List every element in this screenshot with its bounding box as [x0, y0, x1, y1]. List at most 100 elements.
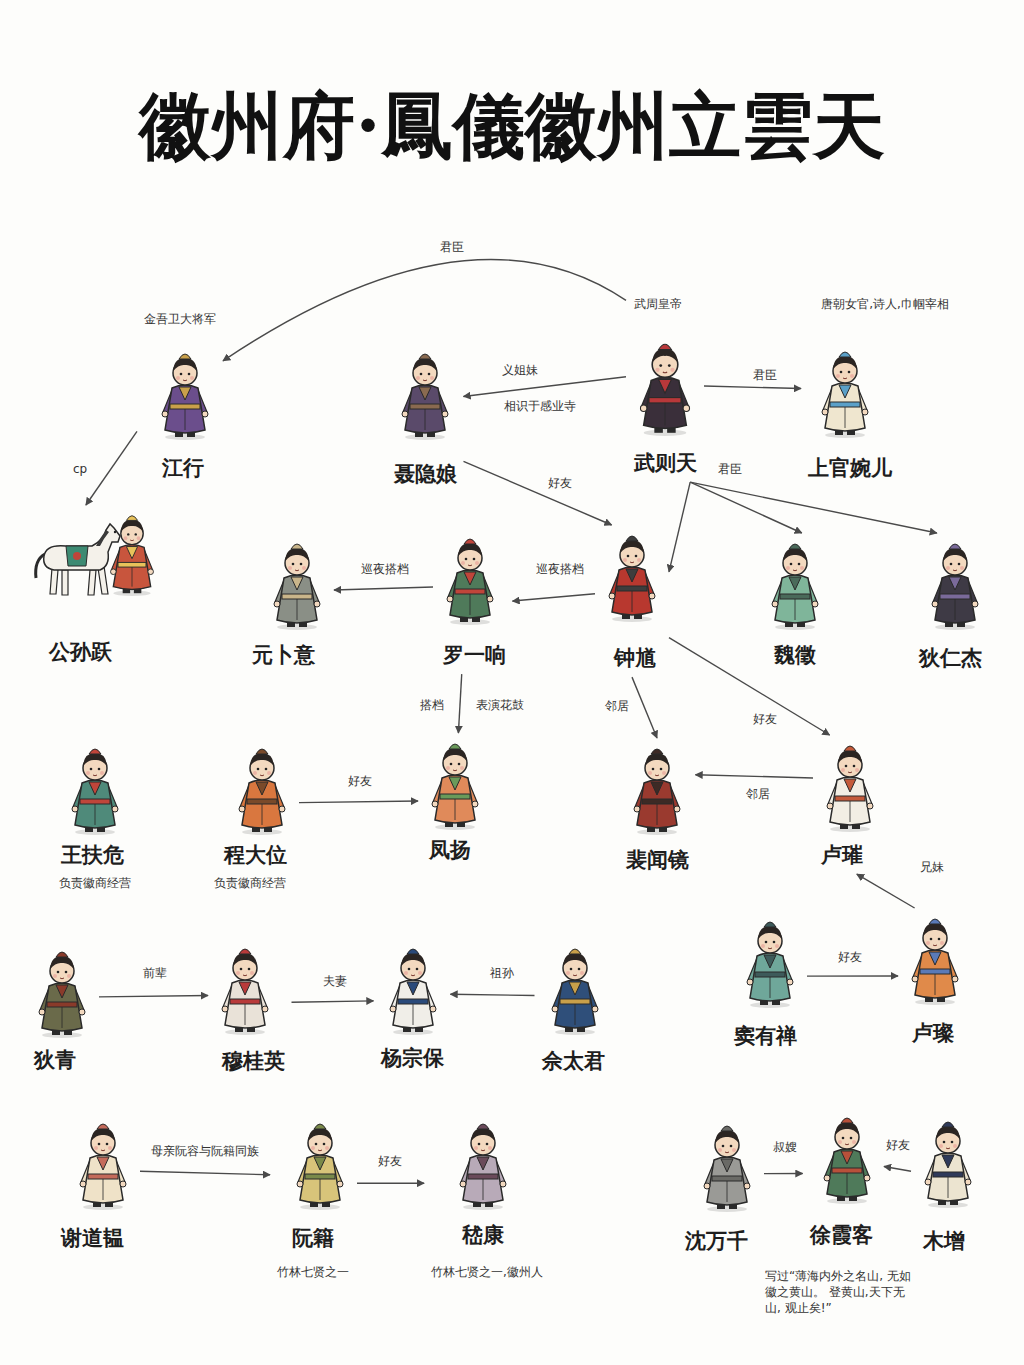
relation-label: 好友	[884, 1138, 912, 1154]
character-note: 唐朝女官,诗人,巾帼宰相	[821, 297, 949, 312]
character-name: 沈万千	[685, 1229, 748, 1253]
character-node: 木增	[914, 1114, 982, 1257]
character-figure	[772, 544, 818, 630]
character-note: 竹林七贤之一,徽州人	[431, 1265, 543, 1280]
character-figure	[925, 1122, 971, 1208]
character-figure	[297, 1124, 343, 1210]
relation-arrow	[464, 461, 612, 525]
relation-label: 叔嫂	[771, 1140, 799, 1156]
character-figure	[747, 922, 793, 1008]
character-node: 武周皇帝武则天	[629, 293, 701, 479]
note-text: 写过“薄海内外之名山, 无如徽之黄山。 登黄山,天下无山, 观止矣!”	[765, 1268, 920, 1317]
character-node: 嵇康竹林七贤之一,徽州人	[427, 1116, 547, 1284]
relation-arrow	[690, 482, 937, 533]
character-figure	[634, 749, 680, 835]
character-node: 沈万千	[681, 1118, 762, 1257]
character-figure	[80, 1124, 126, 1210]
relation-label: 好友	[346, 774, 374, 790]
character-node: 阮籍竹林七贤之一	[273, 1116, 354, 1284]
character-node: 金吾卫大将军江行	[140, 308, 220, 484]
character-figure	[640, 344, 689, 436]
relation-arrow	[464, 377, 627, 397]
character-name: 杨宗保	[381, 1046, 444, 1070]
relation-label: 君臣	[751, 368, 779, 384]
relation-arrow	[99, 995, 208, 996]
character-note: 竹林七贤之一	[277, 1265, 349, 1280]
relation-label: 前辈	[141, 966, 169, 982]
relation-arrow	[451, 994, 535, 995]
character-node: 狄青	[28, 944, 96, 1076]
character-name: 裴闻镜	[626, 848, 689, 872]
character-figure	[827, 746, 873, 832]
relation-label: 邻居	[603, 699, 631, 715]
character-node: 元卜意	[248, 536, 332, 671]
character-name: 木增	[923, 1229, 965, 1253]
relation-arrow	[632, 677, 657, 738]
character-figure	[390, 949, 436, 1035]
character-note: 金吾卫大将军	[144, 312, 216, 327]
relation-label: 母亲阮容与阮籍同族	[149, 1144, 261, 1160]
character-figure	[432, 744, 478, 830]
relation-arrow	[223, 259, 626, 360]
character-name: 狄仁杰	[919, 646, 982, 670]
relation-arrow	[292, 1001, 374, 1002]
relation-label: 好友	[836, 950, 864, 966]
character-name: 徐霞客	[810, 1223, 873, 1247]
character-name: 程大位	[224, 843, 287, 867]
character-node: 唐朝女官,诗人,巾帼宰相上官婉儿	[804, 293, 953, 484]
relation-label: 义姐妹	[500, 363, 540, 379]
relation-arrow	[357, 1182, 424, 1183]
character-node: 谢道韫	[57, 1116, 138, 1254]
relation-label: 君臣	[438, 240, 466, 256]
character-node: 卢璨	[901, 911, 969, 1049]
character-node: 魏徵	[761, 536, 829, 671]
character-node: 窦有禅	[730, 914, 805, 1052]
relation-arrow	[513, 594, 596, 601]
character-figure	[824, 1118, 870, 1204]
relation-label: 好友	[546, 476, 574, 492]
character-figure	[402, 354, 448, 440]
relation-label: cp	[71, 462, 89, 478]
character-node: 王扶危负责徽商经营	[55, 741, 135, 895]
character-figure	[609, 536, 655, 622]
character-name: 上官婉儿	[808, 456, 892, 480]
relation-label: 巡夜搭档	[359, 562, 411, 578]
relation-arrow	[140, 1171, 270, 1175]
character-figure	[222, 949, 268, 1035]
character-name: 钟馗	[614, 646, 656, 670]
relation-arrow	[704, 386, 801, 389]
character-name: 魏徵	[774, 643, 816, 667]
note-text: 表演花鼓	[474, 698, 526, 714]
relation-label: 巡夜搭档	[534, 562, 586, 578]
character-name: 武则天	[634, 451, 697, 475]
relation-label: 祖孙	[488, 966, 516, 982]
character-node: 狄仁杰	[915, 536, 990, 674]
character-name: 卢璀	[821, 843, 863, 867]
relation-label: 好友	[751, 712, 779, 728]
character-node: 公孙跃	[22, 508, 164, 668]
relation-arrow	[696, 775, 814, 778]
character-note: 负责徽商经营	[214, 876, 286, 891]
character-name: 王扶危	[61, 843, 124, 867]
character-figure	[822, 352, 868, 438]
chart-title: 徽州府·鳳儀徽州立雲天	[0, 86, 1024, 165]
note-text: 相识于感业寺	[502, 399, 578, 415]
character-node: 佘太君	[538, 941, 610, 1077]
character-name: 凤扬	[429, 838, 471, 862]
relation-label: 君臣	[716, 462, 744, 478]
character-name: 谢道韫	[61, 1226, 124, 1250]
character-name: 穆桂英	[222, 1049, 285, 1073]
character-figure	[704, 1126, 750, 1212]
character-note: 武周皇帝	[634, 297, 682, 312]
character-figure	[162, 354, 208, 440]
relation-label: 好友	[376, 1154, 404, 1170]
relation-arrow	[669, 638, 830, 735]
character-node: 徐霞客	[806, 1110, 882, 1251]
character-name: 窦有禅	[734, 1024, 797, 1048]
character-name: 聂隐娘	[394, 462, 457, 486]
character-figure	[72, 749, 118, 835]
character-figure	[111, 516, 154, 596]
